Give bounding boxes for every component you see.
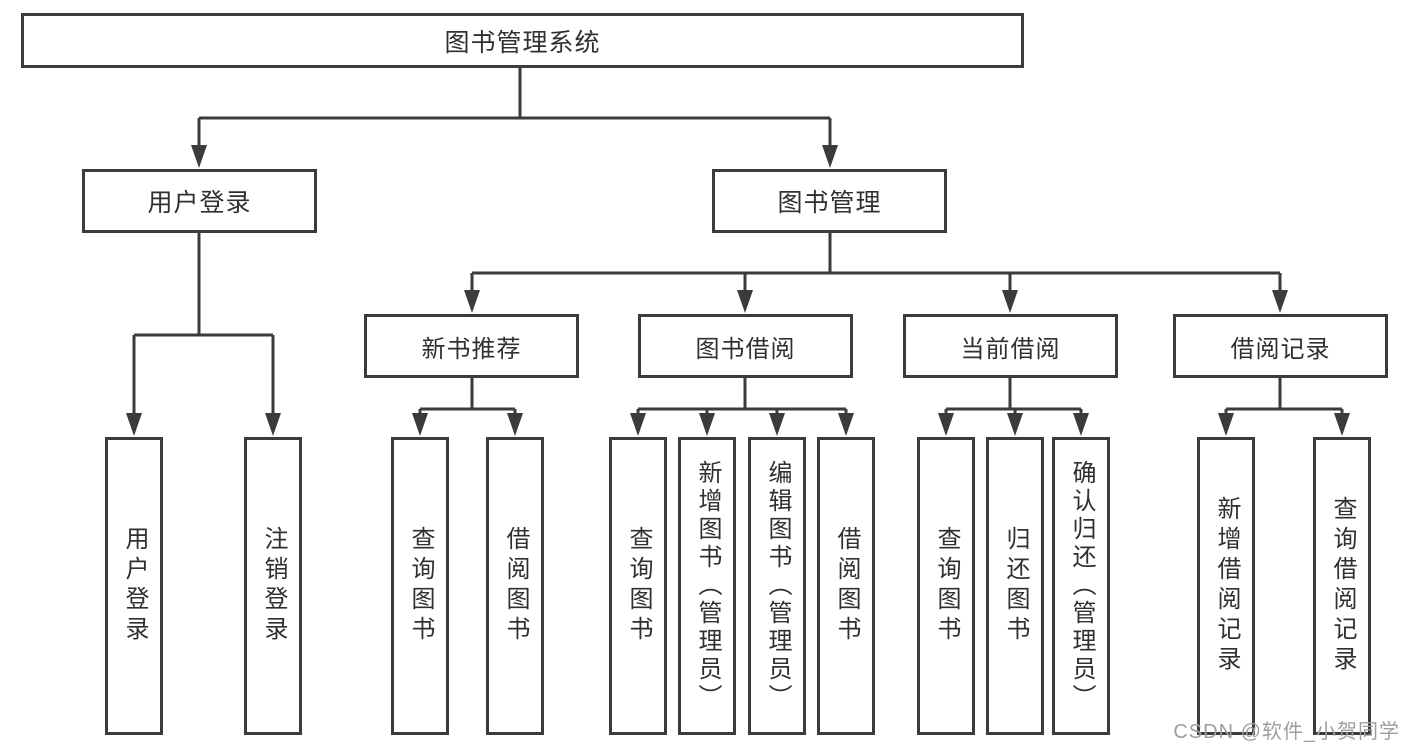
node-user-login-label: 用户登录 (147, 189, 252, 217)
leaf-query-books-recommend-label: 查询图书 (407, 526, 434, 646)
connector-root-split (197, 68, 832, 150)
leaf-return-books-label: 归还图书 (1002, 526, 1029, 646)
leaf-borrow-books-label: 借阅图书 (833, 526, 860, 646)
leaf-logout: 注销登录 (244, 437, 302, 735)
node-book-management-label: 图书管理 (777, 189, 882, 217)
connector-new-book-split (418, 378, 517, 416)
node-new-book-recommend-label: 新书推荐 (421, 335, 522, 363)
node-current-borrow: 当前借阅 (903, 314, 1118, 378)
connector-book-mgmt-split (470, 233, 1282, 295)
leaf-logout-label: 注销登录 (260, 526, 287, 646)
leaf-add-borrow-record-label: 新增借阅记录 (1213, 496, 1240, 676)
leaf-query-borrow-record-label: 查询借阅记录 (1329, 496, 1356, 676)
leaf-query-books-borrow: 查询图书 (609, 437, 667, 735)
leaf-query-books-borrow-label: 查询图书 (625, 526, 652, 646)
leaf-query-books-recommend: 查询图书 (391, 437, 449, 735)
csdn-watermark: CSDN @软件_小贺同学 (1173, 721, 1400, 743)
leaf-add-borrow-record: 新增借阅记录 (1197, 437, 1255, 735)
node-current-borrow-label: 当前借阅 (960, 335, 1061, 363)
leaf-user-login-label: 用户登录 (121, 526, 148, 646)
node-borrow-records: 借阅记录 (1173, 314, 1388, 378)
node-library-system-label: 图书管理系统 (444, 28, 601, 57)
connector-user-login-split (132, 233, 275, 416)
node-book-management: 图书管理 (712, 169, 947, 233)
connector-book-borrow-split (636, 378, 848, 416)
arrowheads (126, 145, 1350, 436)
node-book-borrow: 图书借阅 (638, 314, 853, 378)
leaf-borrow-books-recommend-label: 借阅图书 (502, 526, 529, 646)
leaf-query-books-current-label: 查询图书 (933, 526, 960, 646)
leaf-add-books-admin: 新增图书（管理员） (678, 437, 736, 735)
leaf-edit-books-admin-label: 编辑图书（管理员） (764, 460, 791, 712)
leaf-query-borrow-record: 查询借阅记录 (1313, 437, 1371, 735)
node-book-borrow-label: 图书借阅 (695, 335, 796, 363)
node-new-book-recommend: 新书推荐 (364, 314, 579, 378)
leaf-confirm-return-admin: 确认归还（管理员） (1052, 437, 1110, 735)
node-user-login: 用户登录 (82, 169, 317, 233)
leaf-borrow-books: 借阅图书 (817, 437, 875, 735)
node-borrow-records-label: 借阅记录 (1230, 335, 1331, 363)
connector-borrow-records-split (1224, 378, 1344, 416)
leaf-return-books: 归还图书 (986, 437, 1044, 735)
leaf-add-books-admin-label: 新增图书（管理员） (694, 460, 721, 712)
leaf-user-login: 用户登录 (105, 437, 163, 735)
node-library-system: 图书管理系统 (21, 13, 1024, 68)
leaf-confirm-return-admin-label: 确认归还（管理员） (1068, 460, 1095, 712)
connector-current-borrow-split (944, 378, 1083, 416)
leaf-borrow-books-recommend: 借阅图书 (486, 437, 544, 735)
leaf-query-books-current: 查询图书 (917, 437, 975, 735)
leaf-edit-books-admin: 编辑图书（管理员） (748, 437, 806, 735)
